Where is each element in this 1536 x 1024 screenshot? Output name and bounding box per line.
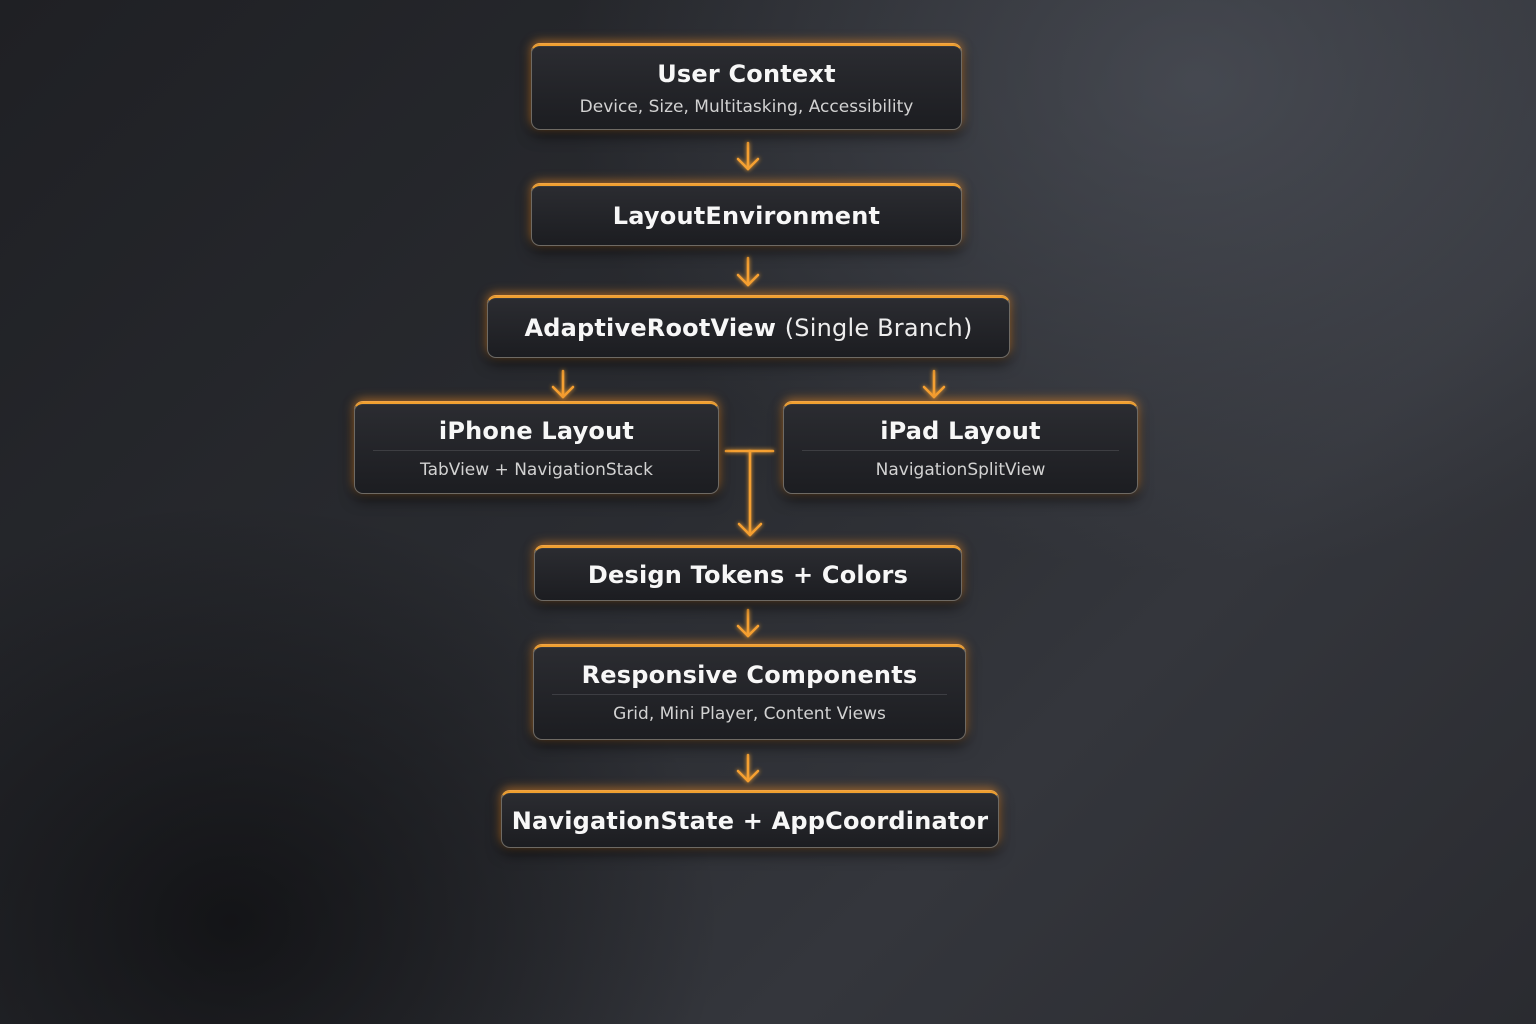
- node-layout-environment: LayoutEnvironment: [531, 184, 962, 246]
- node-iphone-layout: iPhone Layout TabView + NavigationStack: [354, 402, 719, 494]
- arrow-user-context-to-layout-environment: [736, 141, 760, 171]
- node-divider: [373, 450, 700, 451]
- arrow-adaptive-root-to-ipad-layout: [922, 369, 946, 399]
- node-title: iPhone Layout: [438, 417, 635, 445]
- arrow-adaptive-root-to-iphone-layout: [551, 369, 575, 399]
- arrow-layout-environment-to-adaptive-root: [736, 256, 760, 287]
- node-divider: [802, 450, 1119, 451]
- node-adaptive-root-view: AdaptiveRootView (Single Branch): [487, 296, 1010, 358]
- node-subtitle: Device, Size, Multitasking, Accessibilit…: [579, 97, 914, 117]
- node-user-context: User Context Device, Size, Multitasking,…: [531, 44, 962, 130]
- node-title-main: AdaptiveRootView: [524, 314, 777, 342]
- node-title: iPad Layout: [880, 417, 1041, 445]
- arrow-design-tokens-to-responsive-components: [736, 608, 760, 638]
- node-title: Responsive Components: [581, 661, 918, 689]
- node-title-suffix: (Single Branch): [784, 314, 973, 342]
- node-navigation-state: NavigationState + AppCoordinator: [501, 791, 999, 848]
- node-responsive-components: Responsive Components Grid, Mini Player,…: [533, 645, 966, 740]
- arrow-layouts-merge-to-design-tokens: [724, 449, 775, 537]
- node-title: AdaptiveRootView (Single Branch): [488, 314, 1009, 342]
- node-title: Design Tokens + Colors: [587, 561, 909, 589]
- node-subtitle: TabView + NavigationStack: [420, 460, 653, 480]
- arrow-responsive-components-to-navigation-state: [736, 753, 760, 783]
- node-design-tokens: Design Tokens + Colors: [534, 546, 962, 601]
- node-title: LayoutEnvironment: [612, 202, 881, 230]
- node-ipad-layout: iPad Layout NavigationSplitView: [783, 402, 1138, 494]
- node-divider: [552, 694, 947, 695]
- node-title: NavigationState + AppCoordinator: [511, 807, 989, 835]
- node-subtitle: Grid, Mini Player, Content Views: [613, 704, 886, 724]
- node-subtitle: NavigationSplitView: [875, 460, 1046, 480]
- node-title: User Context: [657, 60, 836, 88]
